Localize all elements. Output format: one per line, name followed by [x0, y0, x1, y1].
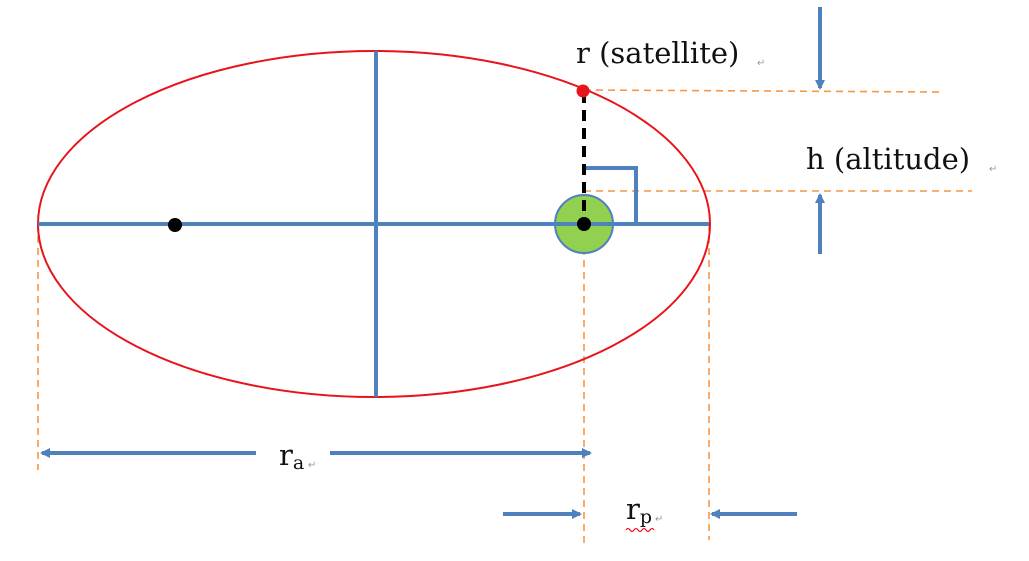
ra-label-paragraph-mark: ↵	[308, 460, 316, 471]
rp-label-paragraph-mark: ↵	[655, 514, 663, 525]
empty-focus-point	[168, 218, 182, 232]
altitude-label: h (altitude)	[806, 142, 970, 176]
guide-satellite-level	[583, 89, 943, 93]
satellite-label-paragraph-mark: ↵	[757, 58, 765, 69]
satellite-label: r (satellite)	[576, 36, 739, 70]
spellcheck-squiggle	[625, 527, 655, 533]
ra-label: ra	[279, 438, 304, 474]
earth-center-point	[577, 217, 591, 231]
ra-label-base: r	[279, 438, 293, 472]
rp-label: rp	[626, 492, 652, 528]
rp-label-sub: p	[640, 506, 652, 528]
rp-label-base: r	[626, 492, 640, 526]
altitude-label-paragraph-mark: ↵	[989, 164, 997, 175]
satellite-point	[576, 84, 590, 98]
ra-label-sub: a	[293, 452, 304, 474]
right-angle-marker	[584, 166, 638, 224]
guide-lines	[37, 89, 972, 545]
